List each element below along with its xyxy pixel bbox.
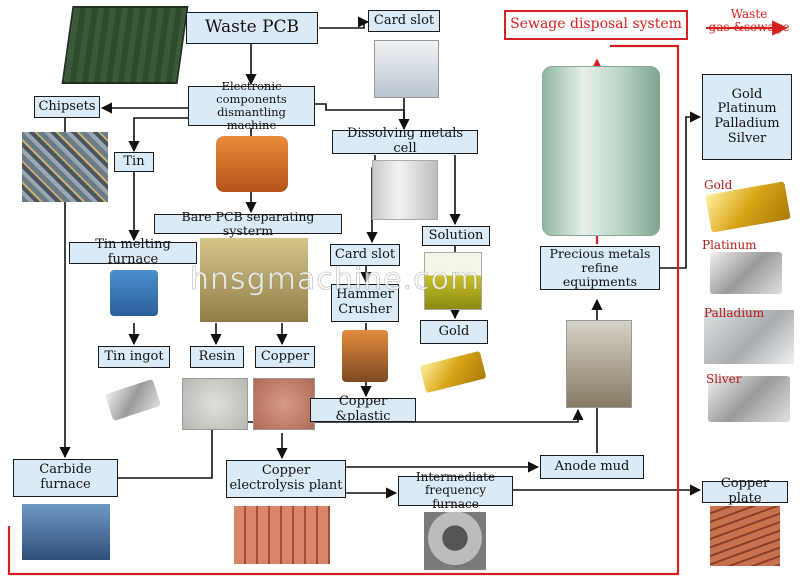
node-anode-mud: Anode mud (540, 455, 644, 479)
hammer-crusher-photo (342, 330, 388, 382)
refine-equipment-photo (566, 320, 632, 408)
node-tin: Tin (114, 152, 154, 172)
node-precious-refine: Precious metals refine equipments (540, 246, 660, 290)
resin-powder-photo (182, 378, 248, 430)
edge-dismantling-tin (128, 117, 188, 153)
node-dissolving: Dissolving metals cell (332, 127, 478, 156)
electrolysis-photo (234, 506, 330, 564)
node-copper: Copper (255, 346, 315, 368)
dismantling-machine-photo (216, 136, 288, 192)
card-slot-photo (374, 40, 439, 98)
node-hammer-crusher: Hammer Crusher (331, 284, 399, 322)
label-palladium: Palladium (704, 306, 765, 320)
dissolving-cell-photo (372, 160, 438, 220)
edge-refine-metals (660, 111, 702, 269)
node-waste-pcb: Waste PCB (186, 12, 318, 44)
node-tin-ingot: Tin ingot (98, 346, 170, 368)
node-electrolysis: Copper electrolysis plant (226, 460, 346, 498)
label-gold: Gold (704, 178, 733, 192)
node-intermediate-furnace: Intermediate frequency furnace (398, 470, 513, 510)
label-platinum: Platinum (702, 238, 757, 252)
palladium-photo (704, 310, 794, 364)
node-dismantling: Electronic components dismantling machin… (188, 80, 315, 131)
chipsets-photo (22, 132, 108, 202)
bare-pcb-system-photo (200, 238, 308, 322)
tin-melting-photo (110, 270, 158, 316)
node-solution: Solution (422, 226, 490, 246)
node-sewage-disposal: Sewage disposal system (504, 10, 688, 40)
node-resin: Resin (190, 346, 244, 368)
red-loop (7, 44, 680, 576)
node-gold: Gold (420, 320, 488, 344)
carbide-furnace-photo (22, 504, 110, 560)
node-copper-plate: Copper plate (702, 477, 788, 506)
node-card-slot-top: Card slot (368, 10, 440, 32)
node-carbide-furnace: Carbide furnace (13, 459, 118, 497)
copper-plate-photo (710, 506, 780, 566)
intermediate-furnace-photo (424, 512, 486, 570)
edge-wastepcb-cardslot (319, 16, 370, 29)
solution-photo (424, 252, 482, 310)
node-copper-plastic: Copper &plastic (310, 395, 416, 424)
node-bare-pcb: Bare PCB separating systerm (154, 210, 342, 238)
copper-powder-photo (253, 378, 315, 430)
sewage-tank-photo (542, 66, 660, 236)
node-card-slot-mid: Card slot (330, 244, 400, 266)
platinum-photo (710, 252, 782, 294)
label-silver: Sliver (706, 372, 742, 386)
silver-photo (708, 376, 790, 422)
pcb-photo (61, 6, 189, 84)
node-tin-melting: Tin melting furnace (69, 238, 197, 267)
node-chipsets: Chipsets (34, 96, 100, 118)
edge-dismantling-dissolving (315, 103, 410, 131)
